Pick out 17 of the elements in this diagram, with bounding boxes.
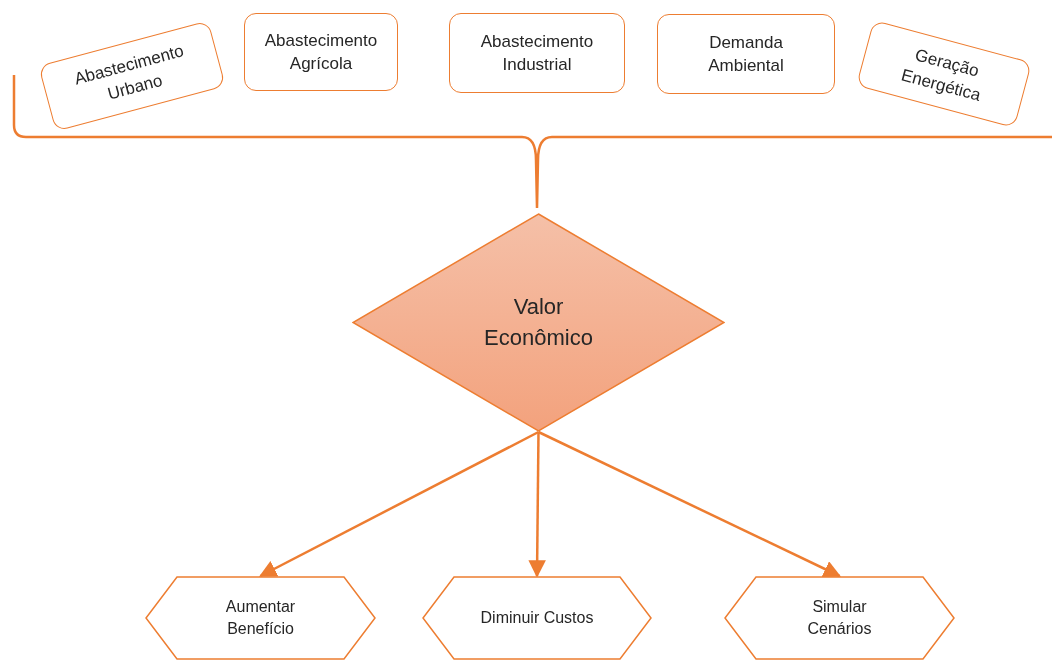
arrow [258,430,540,578]
node-label: Demanda Ambiental [707,31,785,77]
hexagon [724,576,955,660]
node-label: Abastecimento Agrícola [263,29,379,75]
node-label: Abastecimento Industrial [479,30,595,76]
hexagon [422,576,652,660]
arrow [537,430,842,578]
decision-diamond [352,213,725,432]
hexagon [145,576,376,660]
node-label: Simular Cenários [806,597,873,639]
rounded-box [449,13,625,93]
node-label: Diminuir Custos [480,608,594,628]
node-label: Aumentar Benefício [224,597,297,639]
rounded-box [657,14,835,94]
node-label: Valor Econômico [483,293,594,352]
rounded-box [244,13,398,91]
arrow [528,432,546,578]
